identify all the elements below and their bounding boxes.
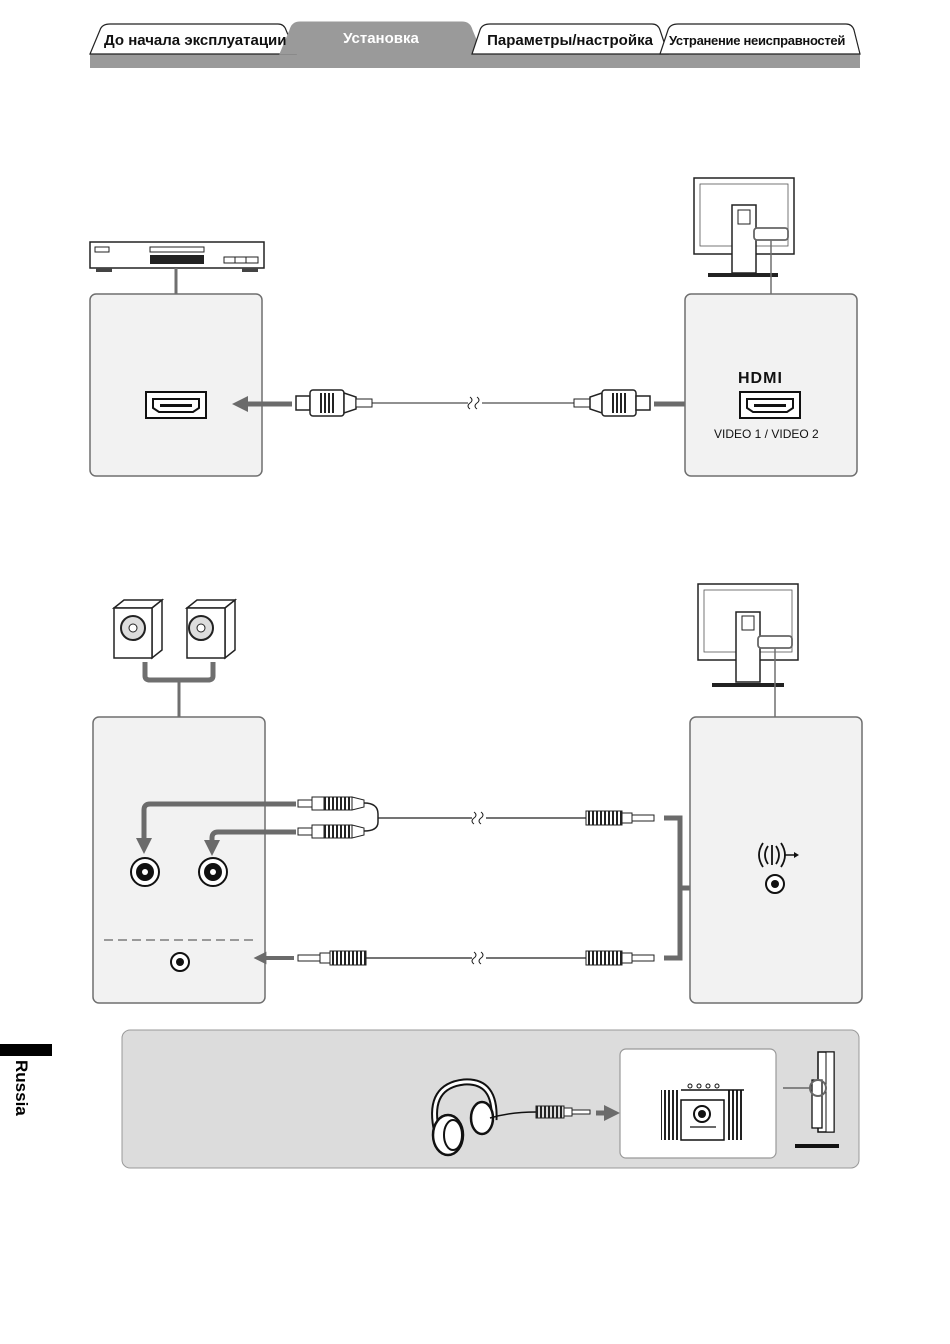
rca-cable-icon	[298, 797, 654, 838]
monitor-icon	[694, 178, 794, 277]
monitor-icon-audio	[698, 584, 798, 687]
dvd-player-icon	[90, 242, 264, 272]
hdmi-cable-icon	[296, 390, 650, 416]
language-tab-marker	[0, 1044, 52, 1056]
speaker-icon-left	[114, 600, 162, 658]
header-bar	[90, 54, 860, 68]
speaker-line-in-jack-icon	[171, 953, 189, 971]
rca-jack-icon-r	[199, 858, 227, 886]
monitor-hdmi-port-icon	[740, 392, 800, 418]
language-label: Russia	[11, 1060, 31, 1116]
connector-bracket	[664, 818, 680, 958]
monitor-rear-panel-audio	[690, 717, 862, 1003]
hdmi-port-icon	[146, 392, 206, 418]
speaker-icon-right	[187, 600, 235, 658]
tab-settings[interactable]: Параметры/настройка	[478, 31, 662, 51]
rca-jack-icon-l	[131, 858, 159, 886]
tab-installation[interactable]: Установка	[292, 29, 470, 49]
monitor-line-out-jack-icon	[766, 875, 784, 893]
tab-before-use[interactable]: До начала эксплуатации	[104, 31, 284, 51]
stereo-mini-cable-icon	[298, 951, 654, 965]
tab-troubleshooting[interactable]: Устранение неисправностей	[664, 31, 850, 51]
hdmi-logo-text: HDMI	[738, 370, 783, 388]
hdmi-port-caption: VIDEO 1 / VIDEO 2	[714, 427, 819, 441]
player-rear-panel	[90, 294, 262, 476]
